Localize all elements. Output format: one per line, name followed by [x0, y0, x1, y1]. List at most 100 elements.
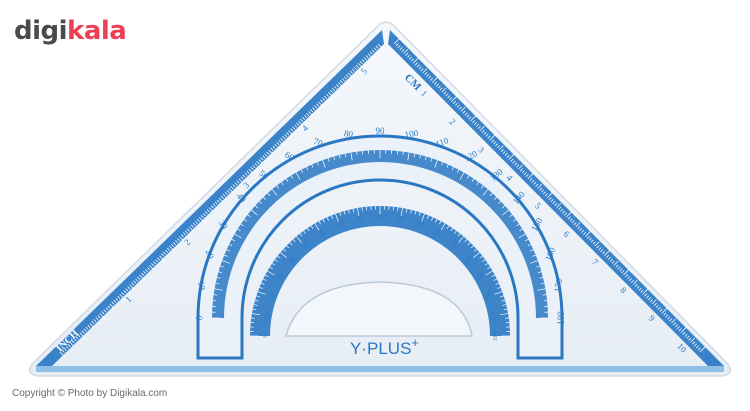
tick-mark — [443, 91, 447, 95]
tick-mark — [518, 164, 523, 170]
tick-mark — [458, 236, 464, 243]
tick-mark — [502, 209, 509, 216]
tick-mark — [141, 272, 145, 276]
tick-mark — [367, 53, 373, 59]
tick-mark — [326, 93, 330, 97]
tick-mark — [431, 75, 439, 83]
tick-mark — [234, 182, 238, 186]
tick-mark — [276, 141, 280, 145]
tick-mark — [467, 242, 471, 246]
tick-mark — [306, 113, 310, 117]
tick-mark — [228, 244, 233, 247]
tick-mark — [476, 181, 480, 186]
tick-mark — [596, 245, 600, 249]
tick-mark — [579, 227, 583, 232]
tick-mark — [251, 313, 260, 316]
tick-mark — [268, 149, 274, 155]
tick-mark — [311, 164, 314, 168]
scale-number: 80 — [356, 215, 364, 223]
scale-number: 5 — [359, 66, 370, 77]
tick-mark — [288, 130, 294, 136]
tick-mark — [242, 174, 246, 178]
tick-mark — [430, 158, 433, 162]
tick-mark — [99, 313, 107, 321]
scale-number: 60 — [318, 229, 327, 238]
tick-mark — [111, 301, 115, 305]
tick-mark — [292, 126, 296, 130]
tick-mark — [460, 106, 466, 112]
tick-mark — [527, 244, 532, 247]
tick-mark — [602, 251, 606, 255]
tick-mark — [316, 162, 319, 166]
scale-number: 5 — [533, 201, 544, 212]
tick-mark — [198, 216, 206, 224]
tick-mark — [214, 288, 223, 291]
tick-mark — [459, 172, 465, 180]
tick-mark — [577, 226, 581, 230]
tick-mark — [155, 259, 159, 263]
tick-mark — [351, 68, 355, 72]
tick-mark — [504, 152, 508, 156]
tick-mark — [525, 238, 529, 242]
tick-mark — [403, 49, 409, 54]
tick-mark — [348, 209, 350, 214]
tick-mark — [393, 37, 401, 45]
scale-number: 4 — [504, 173, 515, 184]
tick-mark — [237, 228, 241, 232]
tick-mark — [145, 268, 149, 273]
tick-mark — [491, 139, 495, 143]
tick-mark — [73, 338, 77, 342]
tick-mark — [606, 254, 610, 258]
tick-mark — [509, 214, 513, 217]
tick-mark — [359, 61, 363, 65]
tick-mark — [494, 196, 497, 200]
scale-number: 8 — [618, 285, 629, 296]
tick-mark — [133, 280, 137, 284]
tick-mark — [204, 211, 208, 215]
tick-mark — [651, 299, 657, 305]
tick-mark — [258, 201, 262, 204]
tick-mark — [479, 126, 485, 131]
tick-mark — [472, 120, 476, 124]
tick-mark — [280, 252, 287, 258]
tick-mark — [537, 183, 542, 189]
tick-mark — [630, 279, 634, 283]
tick-mark — [248, 168, 254, 174]
tick-mark — [153, 261, 157, 265]
tick-mark — [276, 185, 279, 189]
tick-mark — [107, 305, 111, 309]
tick-mark — [575, 222, 581, 228]
tick-mark — [567, 216, 571, 220]
outer-arc-slot — [196, 134, 564, 360]
tick-mark — [330, 89, 334, 93]
tick-mark — [426, 73, 430, 78]
tick-mark — [397, 45, 401, 49]
outer-protractor-ticks — [212, 150, 548, 319]
tick-mark — [431, 217, 434, 221]
tick-mark — [414, 62, 418, 66]
tick-mark — [176, 238, 180, 242]
tick-mark — [594, 241, 600, 247]
tick-mark — [330, 215, 333, 219]
tick-mark — [196, 218, 200, 222]
tick-mark — [563, 212, 567, 216]
tick-mark — [684, 333, 688, 337]
tick-mark — [493, 278, 497, 281]
tick-mark — [485, 133, 489, 137]
tick-mark — [686, 335, 690, 339]
tick-mark — [439, 87, 443, 91]
tick-mark — [375, 45, 379, 49]
tick-mark — [430, 77, 434, 81]
scale-number: 180 — [556, 311, 566, 325]
tick-mark — [269, 266, 273, 270]
scale-number: 1 — [123, 294, 133, 304]
tick-mark — [135, 278, 139, 282]
tick-mark — [636, 285, 640, 289]
tick-mark — [489, 192, 493, 196]
scale-number: 130 — [448, 239, 460, 251]
tick-mark — [477, 125, 481, 129]
tick-mark — [353, 66, 357, 70]
